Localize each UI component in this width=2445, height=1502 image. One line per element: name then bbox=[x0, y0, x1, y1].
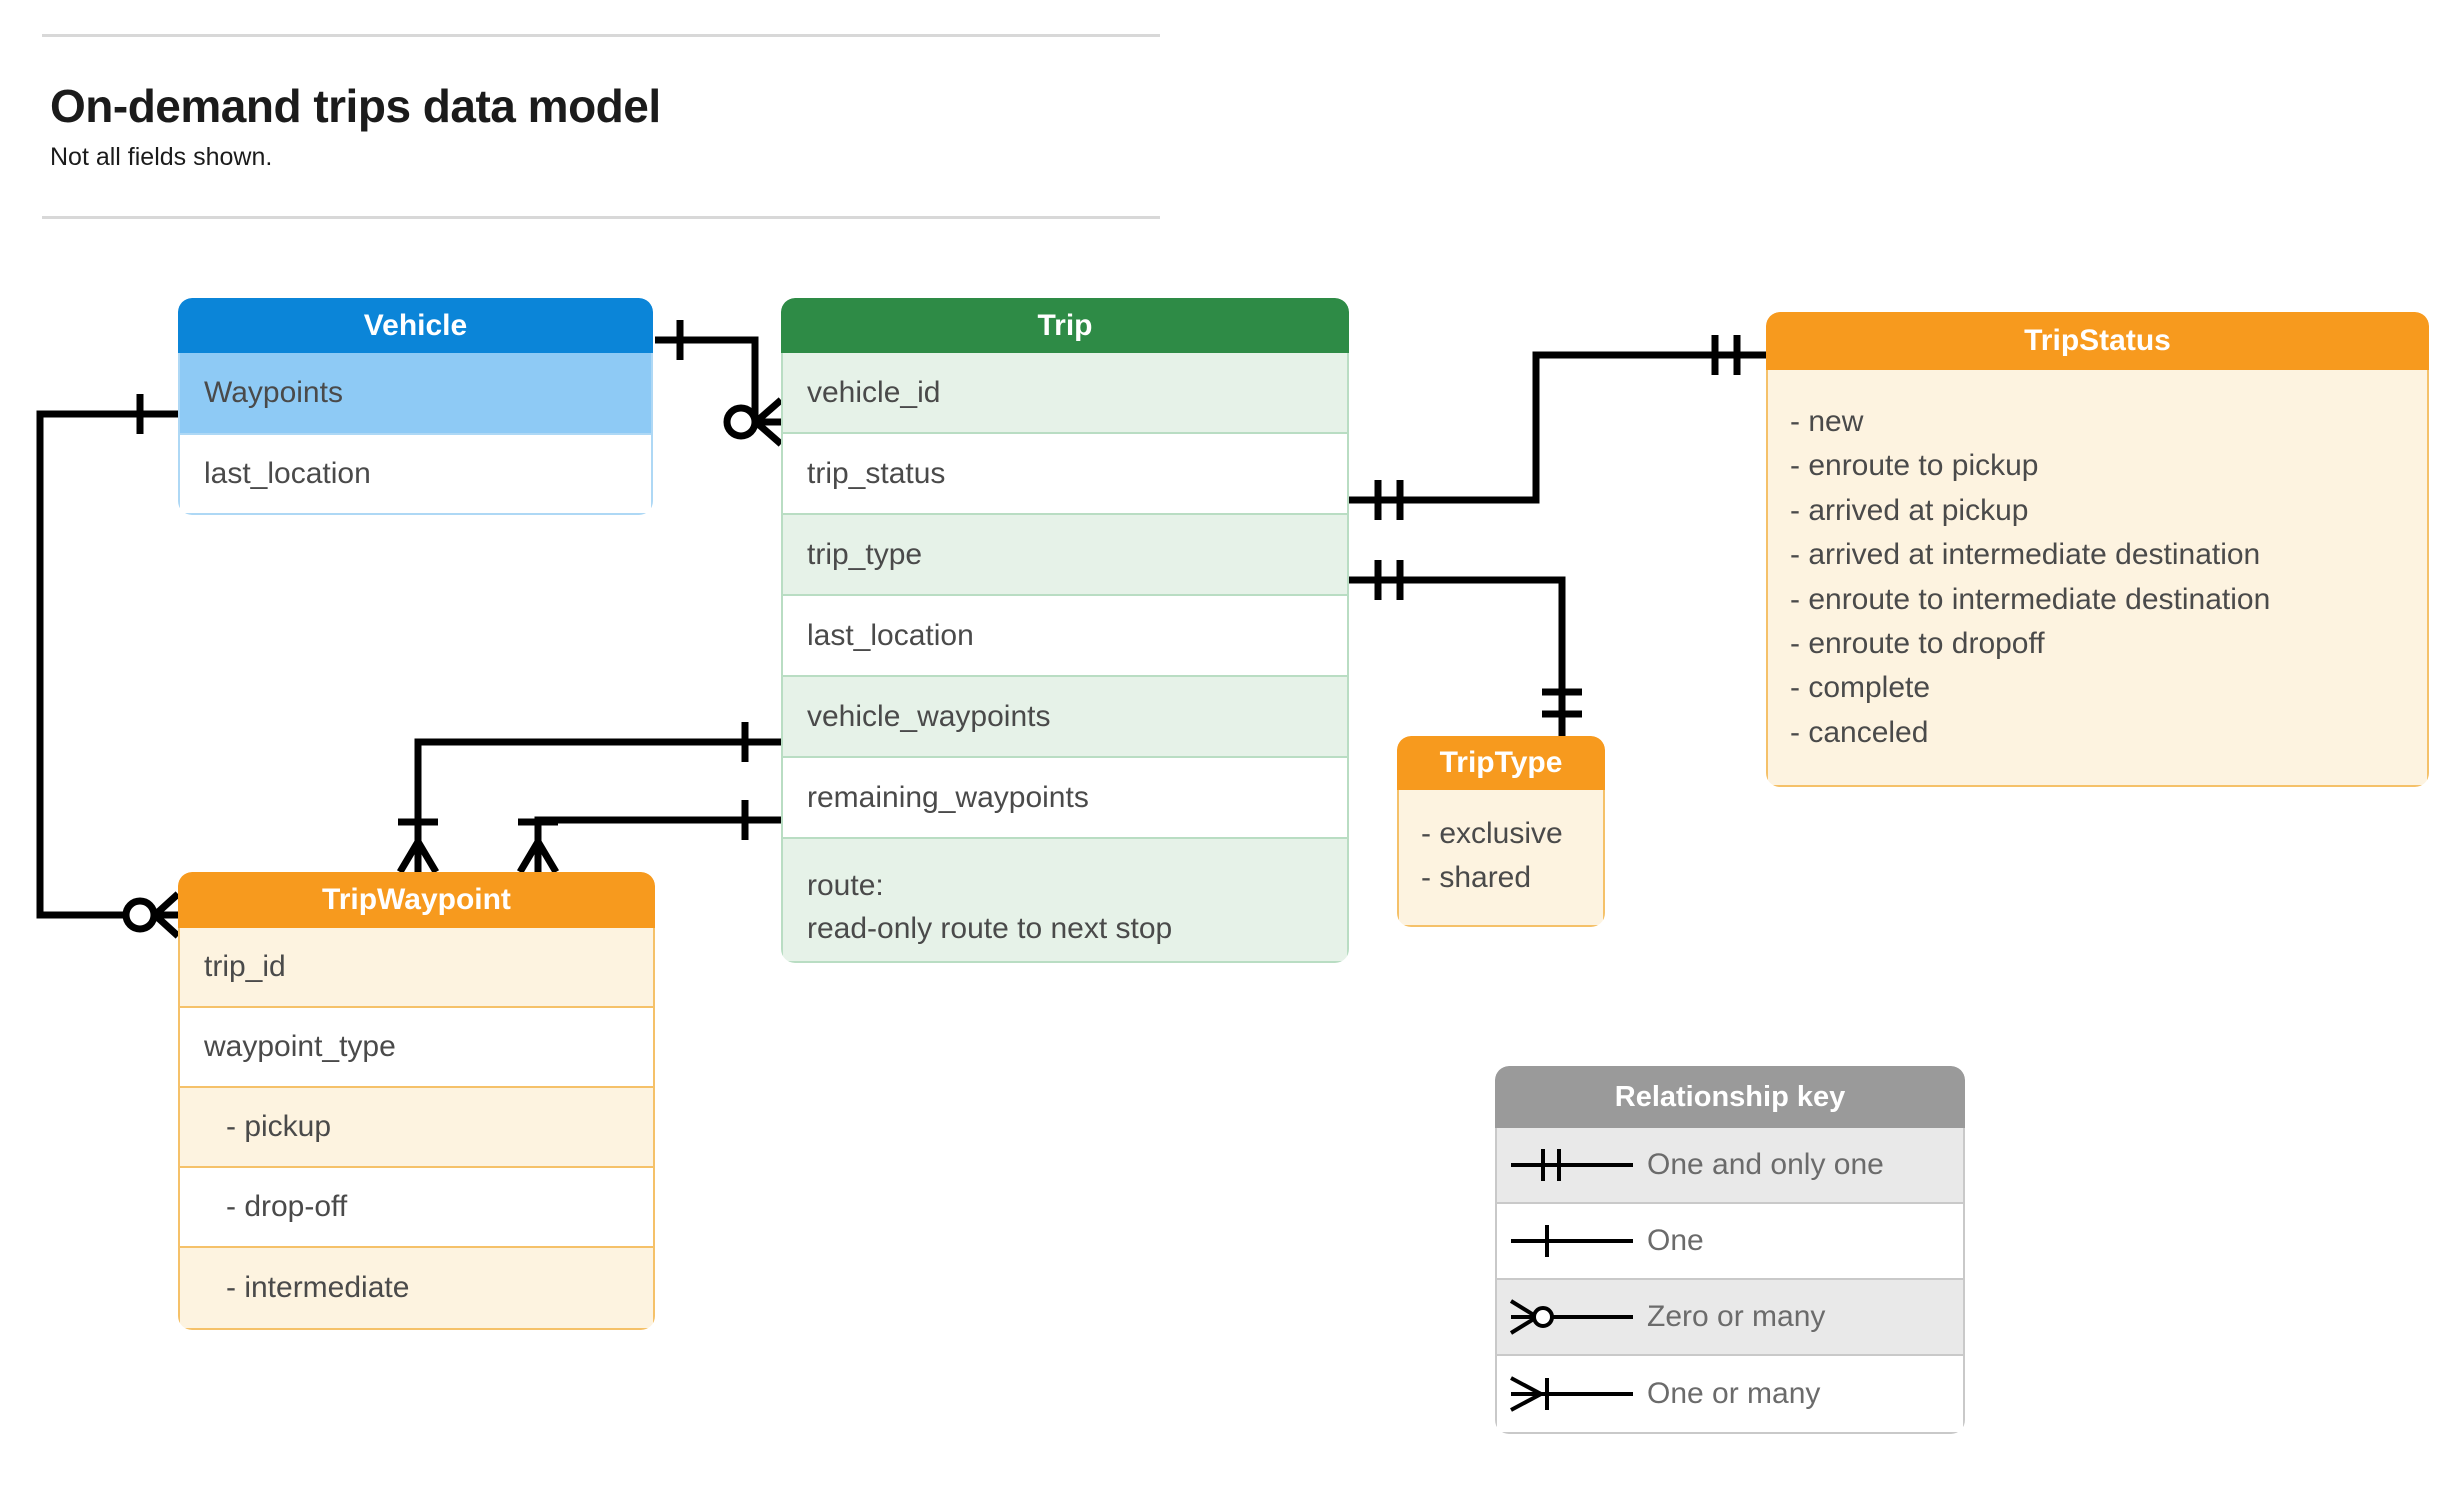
enum-value: - shared bbox=[1421, 861, 1532, 895]
enum-value-intermediate: - intermediate bbox=[180, 1248, 653, 1328]
legend-row-one: One bbox=[1497, 1204, 1963, 1280]
connector-trip-status bbox=[1349, 351, 1766, 504]
field-route[interactable]: route: read-only route to next stop bbox=[783, 839, 1347, 961]
relationship-key-legend: Relationship key One and only one bbox=[1495, 1066, 1965, 1434]
enum-value: - enroute to pickup bbox=[1790, 449, 2039, 483]
page-title: On-demand trips data model bbox=[50, 80, 661, 132]
enum-value: - canceled bbox=[1790, 715, 1929, 749]
entity-trip-fields: vehicle_id trip_status trip_type last_lo… bbox=[781, 353, 1349, 963]
enum-value: - arrived at pickup bbox=[1790, 493, 2029, 527]
enum-value-pickup: - pickup bbox=[180, 1088, 653, 1168]
entity-vehicle[interactable]: Vehicle Waypoints last_location bbox=[178, 298, 653, 515]
page-subtitle: Not all fields shown. bbox=[50, 143, 273, 171]
legend-label: One and only one bbox=[1647, 1148, 1884, 1181]
field-last-location[interactable]: last_location bbox=[783, 596, 1347, 677]
legend-rows: One and only one One bbox=[1495, 1128, 1965, 1434]
connector-trip-type bbox=[1349, 576, 1566, 736]
connector-remaining-waypoints-row bbox=[534, 816, 781, 872]
header-divider-top bbox=[42, 34, 1160, 37]
field-waypoints[interactable]: Waypoints bbox=[180, 353, 651, 433]
connector-vehicle-waypoints-to-tripwaypoint bbox=[36, 410, 178, 919]
legend-label: Zero or many bbox=[1647, 1300, 1826, 1333]
one-icon bbox=[1497, 1219, 1647, 1263]
field-vehicle-waypoints[interactable]: vehicle_waypoints bbox=[783, 677, 1347, 758]
enum-value: - exclusive bbox=[1421, 817, 1563, 850]
entity-vehicle-fields: Waypoints last_location bbox=[178, 353, 653, 515]
field-trip-type[interactable]: trip_type bbox=[783, 515, 1347, 596]
field-trip-id[interactable]: trip_id bbox=[180, 928, 653, 1008]
field-trip-status[interactable]: trip_status bbox=[783, 434, 1347, 515]
entity-trip-type-values: - exclusive - shared bbox=[1397, 790, 1605, 927]
header-divider-bottom bbox=[42, 216, 1160, 219]
document-header: On-demand trips data model Not all field… bbox=[42, 34, 1162, 219]
enum-value: - enroute to intermediate destination bbox=[1790, 582, 2271, 616]
entity-trip-waypoint[interactable]: TripWaypoint trip_id waypoint_type - pic… bbox=[178, 872, 655, 1330]
entity-trip-type-title: TripType bbox=[1397, 736, 1605, 790]
connector-vehicle-to-trip bbox=[655, 336, 781, 426]
entity-trip-status-values: - new - enroute to pickup - arrived at p… bbox=[1766, 370, 2429, 788]
legend-label: One or many bbox=[1647, 1377, 1821, 1410]
enum-value: - complete bbox=[1790, 671, 1931, 705]
field-waypoint-type[interactable]: waypoint_type bbox=[180, 1008, 653, 1088]
legend-row-zero-or-many: Zero or many bbox=[1497, 1280, 1963, 1356]
entity-trip-status[interactable]: TripStatus - new - enroute to pickup - a… bbox=[1766, 312, 2429, 788]
entity-trip-waypoint-title: TripWaypoint bbox=[178, 872, 655, 928]
enum-value: - enroute to dropoff bbox=[1790, 626, 2045, 660]
enum-value-dropoff: - drop-off bbox=[180, 1168, 653, 1248]
entity-trip-status-title: TripStatus bbox=[1766, 312, 2429, 370]
entity-trip-waypoint-fields: trip_id waypoint_type - pickup - drop-of… bbox=[178, 928, 655, 1330]
legend-row-one-or-many: One or many bbox=[1497, 1356, 1963, 1432]
legend-title: Relationship key bbox=[1495, 1066, 1965, 1128]
one-or-many-icon bbox=[1497, 1372, 1647, 1416]
entity-trip[interactable]: Trip vehicle_id trip_status trip_type la… bbox=[781, 298, 1349, 963]
connector-vehicle-waypoints-row bbox=[414, 738, 781, 872]
field-remaining-waypoints[interactable]: remaining_waypoints bbox=[783, 758, 1347, 839]
enum-value: - new bbox=[1790, 405, 1864, 438]
legend-label: One bbox=[1647, 1224, 1704, 1257]
field-last-location[interactable]: last_location bbox=[180, 433, 651, 513]
enum-value: - arrived at intermediate destination bbox=[1790, 538, 2261, 572]
field-vehicle-id[interactable]: vehicle_id bbox=[783, 353, 1347, 434]
zero-or-many-icon bbox=[1497, 1295, 1647, 1339]
legend-row-one-and-only-one: One and only one bbox=[1497, 1128, 1963, 1204]
entity-trip-type[interactable]: TripType - exclusive - shared bbox=[1397, 736, 1605, 927]
entity-trip-title: Trip bbox=[781, 298, 1349, 353]
one-and-only-one-icon bbox=[1497, 1143, 1647, 1187]
entity-vehicle-title: Vehicle bbox=[178, 298, 653, 353]
